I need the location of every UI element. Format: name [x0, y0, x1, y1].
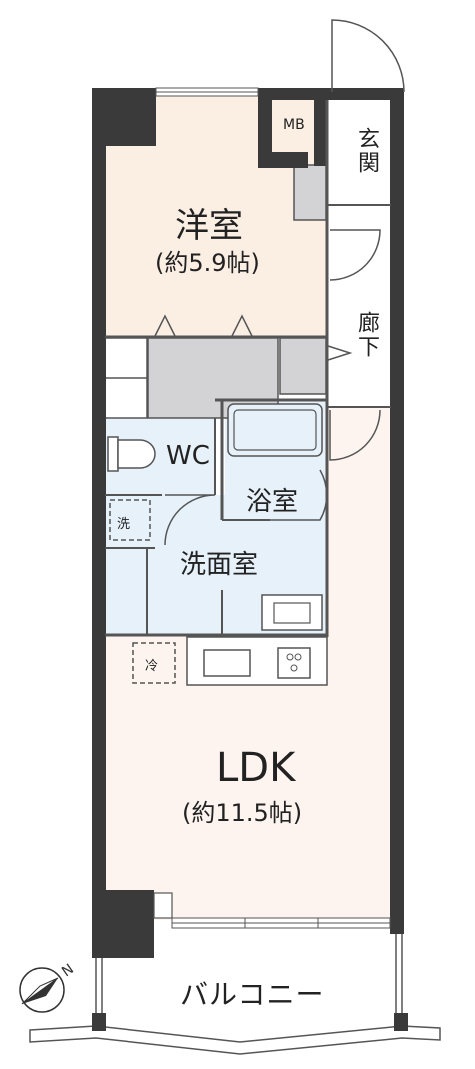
youshitsu-door-swing — [329, 229, 381, 281]
ldk-door-swing — [329, 409, 381, 461]
senmenshitsu-label: 洗面室 — [180, 550, 259, 580]
wall-right — [390, 88, 404, 923]
wc-door-swing — [164, 494, 216, 546]
stove — [277, 647, 311, 679]
balcony-label: バルコニー — [180, 978, 325, 1011]
sink — [203, 649, 251, 677]
yokushitsu-label: 浴室 — [246, 487, 299, 517]
entry-door-swing — [331, 19, 405, 93]
youshitsu-label: 洋室 — [175, 206, 243, 246]
genkan-label: 玄関 — [354, 127, 379, 175]
wall-left-block-top — [92, 88, 156, 146]
ldk-upper-floor — [327, 407, 392, 637]
kitchen-counter — [186, 636, 328, 686]
shoe-box — [293, 164, 327, 221]
wall-left — [92, 88, 106, 958]
compass-icon — [19, 967, 65, 1013]
youshitsu-size: (約5.9帖) — [155, 249, 260, 277]
ldk-label: LDK — [216, 745, 296, 791]
wall-mb-right — [314, 88, 328, 166]
balcony-edge — [29, 1025, 441, 1055]
wall-right-bottom — [390, 920, 404, 934]
wall-left-block-bottom — [92, 890, 154, 958]
washer-label: 洗 — [117, 517, 131, 532]
bath-door-swing — [270, 469, 328, 521]
fridge-space — [132, 642, 176, 684]
washer-space — [109, 499, 151, 541]
ldk-size: (約11.5帖) — [182, 799, 303, 827]
toilet-bowl — [117, 439, 156, 469]
fridge-label: 冷 — [145, 659, 159, 674]
bathtub — [227, 403, 323, 457]
mb-label: MB — [283, 117, 305, 133]
wall-mb-left — [258, 88, 272, 168]
corridor-floor — [327, 92, 391, 407]
wall-top-mid — [258, 88, 328, 100]
vanity — [261, 594, 323, 631]
wall-mb-bottom — [258, 152, 308, 168]
rouka-label: 廊下 — [354, 311, 379, 359]
closet-right — [279, 337, 327, 395]
wall-top-right — [328, 88, 404, 100]
toilet-tank — [107, 436, 119, 472]
compass-north-label: N — [59, 961, 77, 980]
wc-label: WC — [166, 441, 210, 471]
